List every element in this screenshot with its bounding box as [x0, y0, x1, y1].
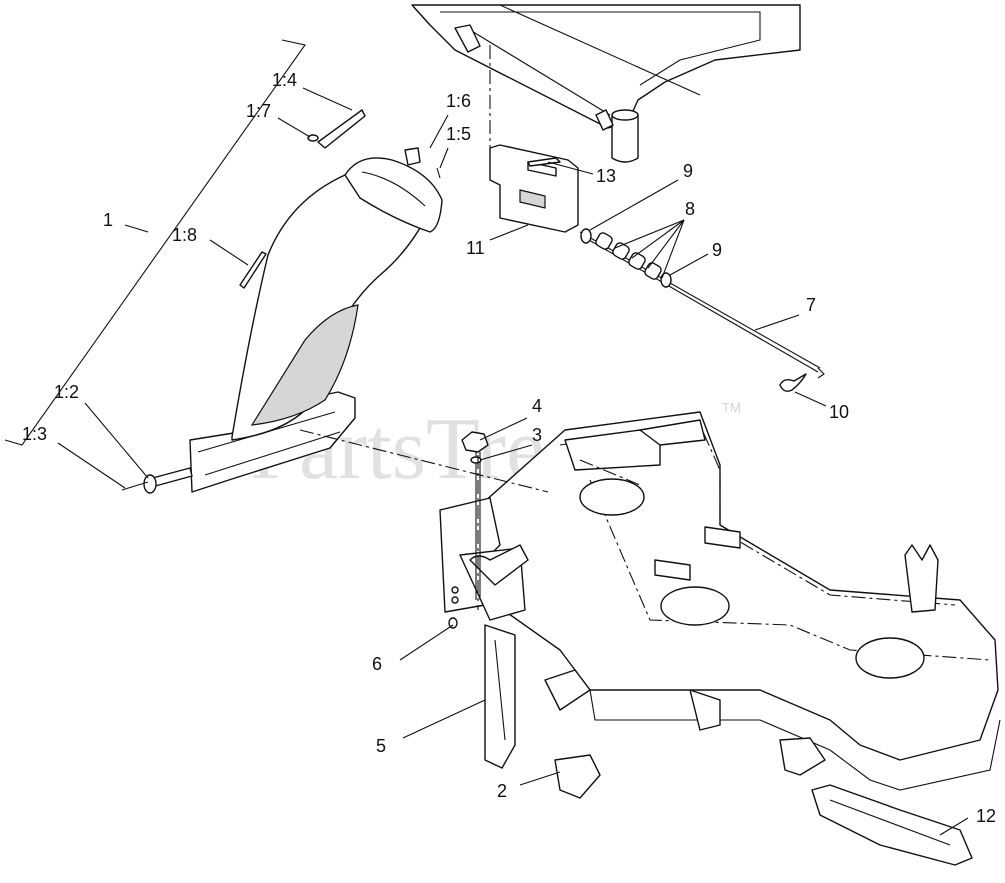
- mower-deck: [474, 411, 1001, 791]
- part-1-6-bolt: [404, 147, 421, 166]
- callout-1-8: 1:8: [172, 225, 197, 245]
- part-5-chute-flap: [484, 624, 516, 769]
- callout-1-5: 1:5: [446, 124, 471, 144]
- callout-4: 4: [532, 396, 542, 416]
- callout-1: 1: [103, 210, 113, 230]
- part-1-4-deflector-plate: [317, 109, 366, 149]
- part-8-spacers: [595, 232, 662, 280]
- part-12-blade: [811, 784, 973, 866]
- part-4-knob: [461, 431, 489, 600]
- part-3-washer: [470, 456, 482, 464]
- upper-frame: [411, 4, 801, 163]
- callout-1-6: 1:6: [446, 91, 471, 111]
- part-1-discharge-chute: [189, 157, 443, 493]
- part-1-2-hinge-pin: [143, 467, 193, 494]
- callout-10: 10: [829, 402, 849, 422]
- callout-7: 7: [806, 295, 816, 315]
- part-1-3-cotter-pin: [121, 481, 149, 491]
- callout-8: 8: [685, 199, 695, 219]
- callout-labels: 1 1:2 1:3 1:4 1:5 1:6 1:7 1:8 2 3 4 5 6 …: [22, 70, 996, 826]
- part-6-nut: [448, 617, 458, 629]
- part-11-bracket: [489, 144, 579, 233]
- part-2-bracket: [554, 754, 601, 799]
- part-1-8-decal: [239, 251, 267, 289]
- part-1-5-screw: [436, 167, 441, 179]
- watermark-tm: TM: [722, 400, 741, 415]
- callout-9-upper: 9: [683, 161, 693, 181]
- callout-9-lower: 9: [712, 240, 722, 260]
- alignment-lines: [299, 45, 641, 610]
- callout-1-7: 1:7: [246, 101, 271, 121]
- callout-12: 12: [976, 806, 996, 826]
- callout-5: 5: [376, 736, 386, 756]
- part-1-7-nut: [307, 134, 319, 142]
- callout-1-2: 1:2: [54, 382, 79, 402]
- callout-3: 3: [532, 425, 542, 445]
- part-13-pin: [527, 157, 561, 167]
- callout-6: 6: [372, 654, 382, 674]
- callout-1-4: 1:4: [272, 70, 297, 90]
- part-9-washers: [580, 228, 672, 288]
- leader-lines: [57, 87, 969, 836]
- callout-1-3: 1:3: [22, 424, 47, 444]
- callout-13: 13: [596, 166, 616, 186]
- callout-2: 2: [497, 781, 507, 801]
- callout-11: 11: [466, 238, 485, 258]
- part-10-hairpin: [779, 373, 807, 392]
- part-1-assembly-bracket: [4, 39, 306, 446]
